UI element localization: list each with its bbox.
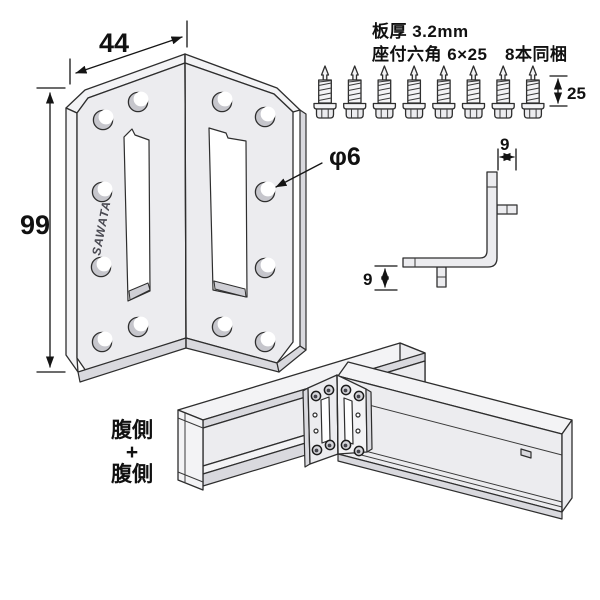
dimension-screw-25: 25 <box>549 75 586 107</box>
assembly-pilot-holes <box>312 412 361 434</box>
product-bracket-view: SAWATA <box>65 53 307 383</box>
bracket-right-edge <box>299 109 307 351</box>
dimension-width-44: 44 <box>69 20 188 85</box>
screw <box>402 65 426 119</box>
assembly-label-top: 腹側 <box>111 418 153 442</box>
spec-line1: 板厚 3.2mm <box>372 21 469 41</box>
bracket-left-slot <box>123 128 151 302</box>
dim-9-top-label: 9 <box>500 135 509 154</box>
phi6-label: φ6 <box>329 143 361 171</box>
section-l-profile <box>402 171 498 268</box>
spec-line2: 座付六角 6×25 8本同梱 <box>372 44 567 64</box>
bracket-bottom-corner-right <box>276 345 307 373</box>
dim-99-label: 99 <box>20 210 50 240</box>
assembly-right-beam <box>337 361 573 520</box>
screw <box>343 65 367 119</box>
section-dim-top: 9 <box>497 135 517 171</box>
screw <box>432 65 456 119</box>
section-view: 9 9 <box>363 135 518 291</box>
assembly-label: 腹側 + 腹側 <box>111 418 153 486</box>
dim-9-bottom-label: 9 <box>363 270 372 289</box>
bracket-left-edge <box>65 107 79 373</box>
assembly-view: 腹側 + 腹側 <box>111 342 573 520</box>
screw <box>313 65 337 119</box>
screw <box>461 65 486 119</box>
assembly-bracket <box>302 374 373 468</box>
screw <box>491 65 515 119</box>
screw-row <box>313 65 545 119</box>
assembly-label-bottom: 腹側 <box>111 462 153 486</box>
screw <box>372 65 397 119</box>
spec-text-block: 板厚 3.2mm 座付六角 6×25 8本同梱 <box>372 21 567 64</box>
bracket-ridge-line <box>184 53 187 349</box>
bracket-right-slot <box>208 127 248 298</box>
dim-44-label: 44 <box>99 28 129 58</box>
section-dim-bottom: 9 <box>363 265 398 291</box>
dimension-height-99: 99 <box>20 87 66 373</box>
assembly-label-plus: + <box>126 441 138 464</box>
dim-25-label: 25 <box>567 84 586 103</box>
screw <box>521 65 545 119</box>
hole-diameter-callout: φ6 <box>275 143 361 188</box>
